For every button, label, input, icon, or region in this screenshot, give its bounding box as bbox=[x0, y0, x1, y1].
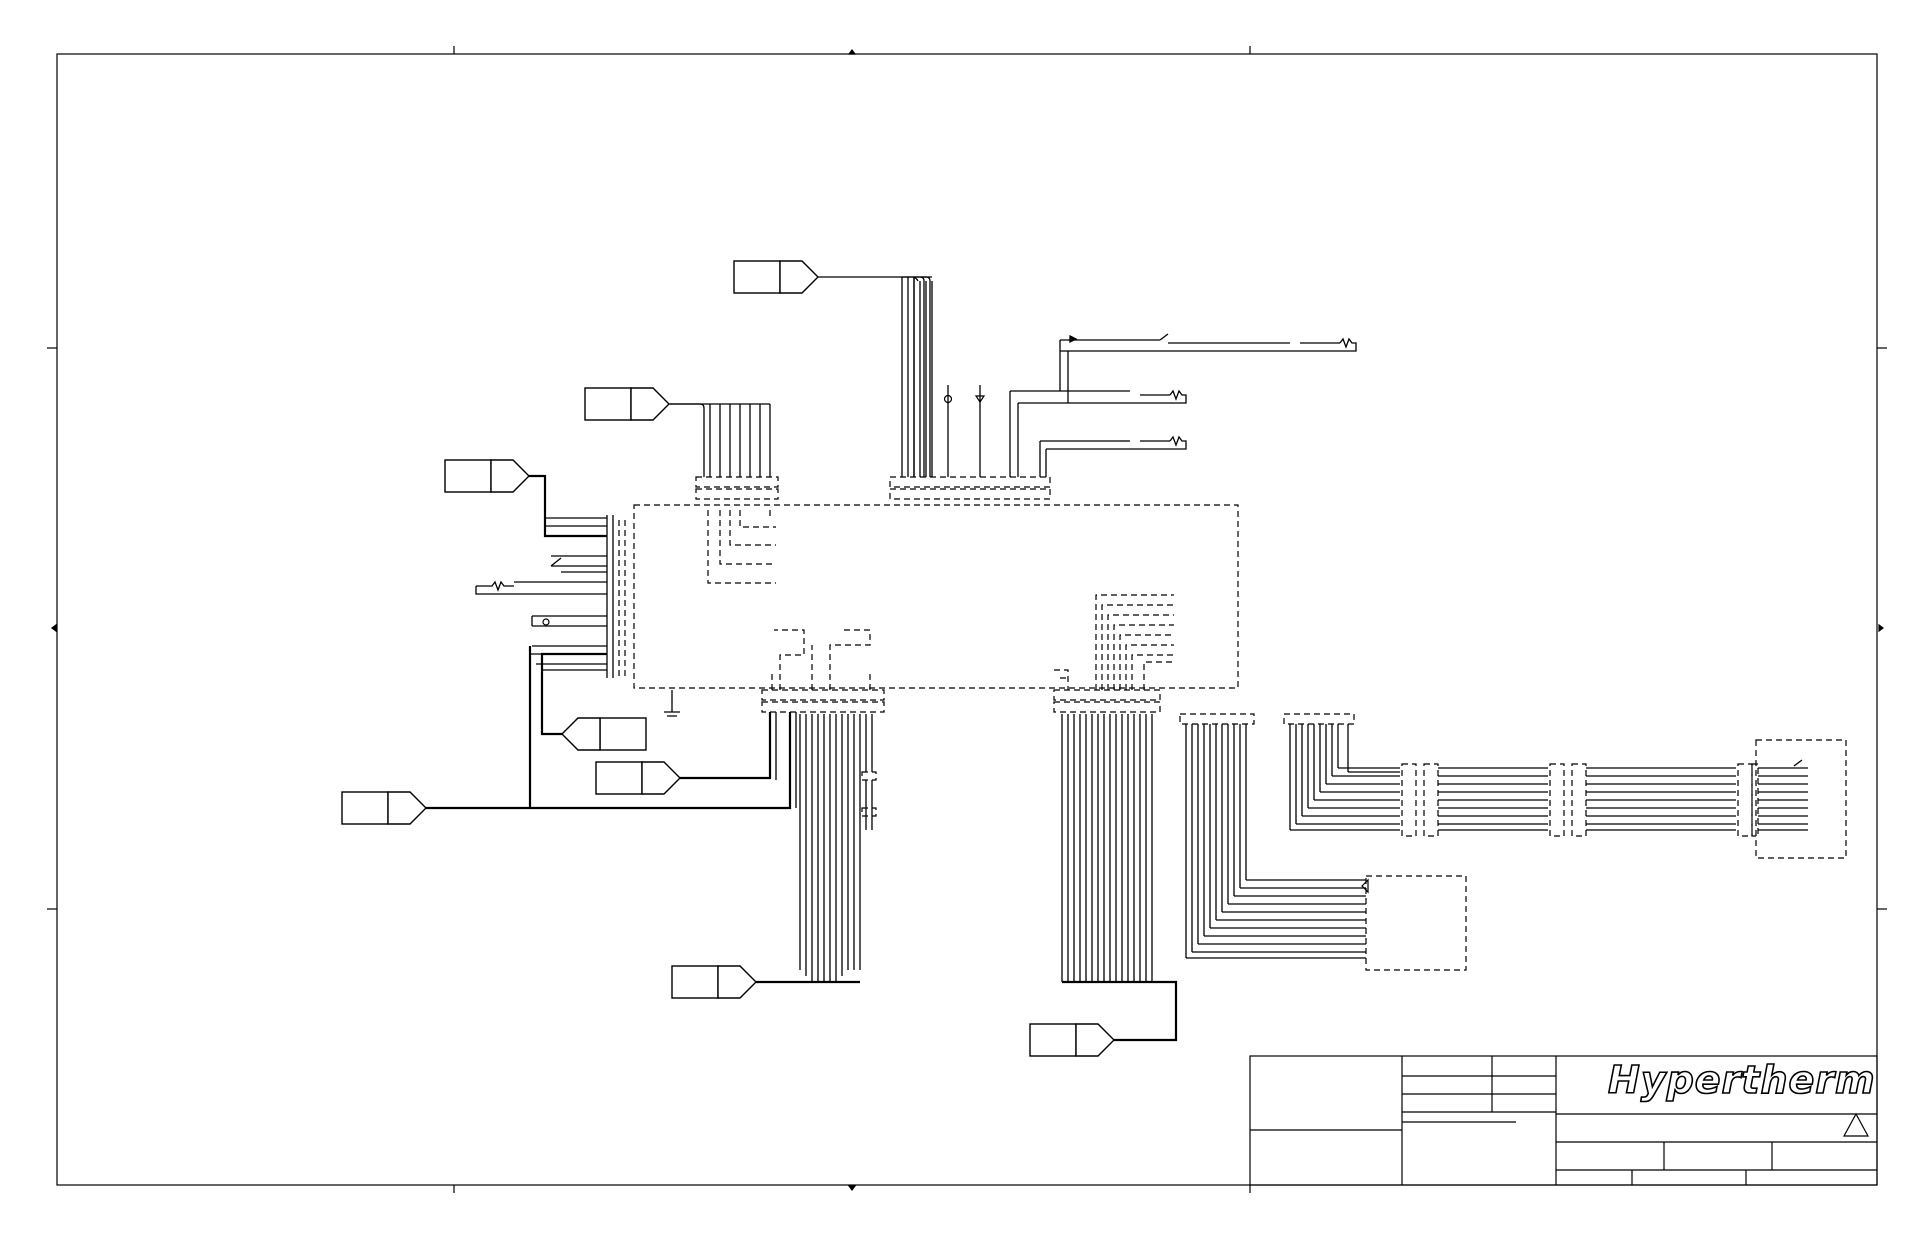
connector-tag-top bbox=[733, 260, 819, 294]
module-box bbox=[1365, 875, 1467, 971]
top-cable-bundle bbox=[733, 260, 1120, 500]
company-logo: Hypertherm bbox=[1608, 1058, 1876, 1102]
connector-tag-lower-left-c bbox=[341, 791, 427, 825]
connector-tag-lower-left-a bbox=[561, 717, 647, 751]
connector-tag-lower-left-b bbox=[595, 761, 681, 795]
top-right-switch-wiring bbox=[1059, 333, 1357, 450]
connector-tag-upper-left bbox=[584, 387, 670, 421]
left-cable bbox=[444, 459, 626, 678]
far-right-module bbox=[1755, 739, 1847, 859]
zone-ticks bbox=[47, 46, 1887, 1193]
long-ribbon bbox=[1283, 713, 1847, 859]
connector-tag-bottom-right bbox=[1029, 1023, 1115, 1057]
upper-left-cable bbox=[584, 387, 779, 584]
title-block bbox=[1249, 1055, 1878, 1186]
connector-tag-bottom-center bbox=[671, 965, 757, 999]
main-board-outline bbox=[633, 504, 1239, 689]
connector-tag-left bbox=[444, 459, 530, 493]
drawing-border bbox=[56, 53, 1878, 1186]
ribbon-to-module bbox=[1179, 713, 1467, 971]
lower-left-cables bbox=[341, 646, 797, 825]
bottom-right-bundle bbox=[1029, 594, 1178, 1057]
bottom-center-bundle bbox=[671, 629, 885, 999]
